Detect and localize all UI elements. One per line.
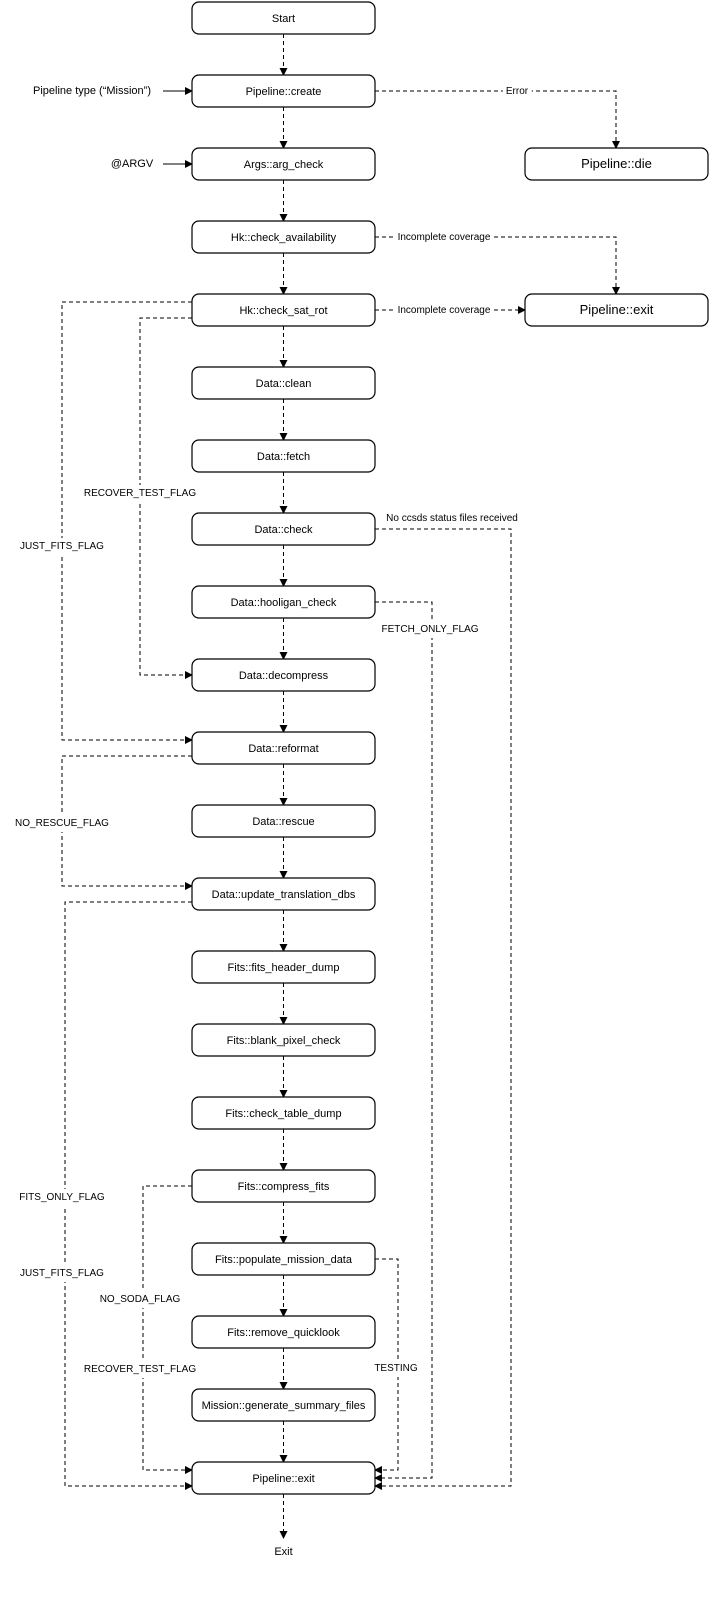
label-recover-test-flag-2: RECOVER_TEST_FLAG — [84, 1364, 196, 1375]
label-just-fits-flag-2: JUST_FITS_FLAG — [20, 1268, 104, 1279]
label-no-ccsds: No ccsds status files received — [386, 513, 518, 524]
node-label: Data::update_translation_dbs — [212, 889, 356, 901]
label-recover-test-flag-2-bg — [80, 1361, 200, 1378]
label-incomplete-coverage-1: Incomplete coverage — [398, 232, 491, 243]
node-label: Data::check — [254, 524, 313, 536]
label-testing: TESTING — [374, 1363, 418, 1374]
label-incomplete-coverage-2: Incomplete coverage — [398, 305, 491, 316]
node-exit-right: Pipeline::exit — [524, 293, 709, 327]
node-label: Hk::check_sat_rot — [239, 305, 327, 317]
node-label: Fits::compress_fits — [238, 1181, 330, 1193]
node-compress-fits: Fits::compress_fits — [191, 1169, 376, 1203]
edge-sat-rot-to-decompress — [139, 317, 193, 679]
node-label: Data::rescue — [252, 816, 314, 828]
node-label: Data::hooligan_check — [231, 597, 337, 609]
node-arg-check: Args::arg_check — [191, 147, 376, 181]
label-error: Error — [506, 86, 529, 97]
edge-sat-rot-to-reformat — [61, 301, 193, 744]
terminal-exit-label: Exit — [274, 1546, 292, 1558]
node-label: Mission::generate_summary_files — [202, 1400, 366, 1412]
label-just-fits-flag-1: JUST_FITS_FLAG — [20, 541, 104, 552]
edge-hooligan-to-exit — [374, 601, 433, 1482]
node-rescue: Data::rescue — [191, 804, 376, 838]
label-incomplete-coverage-1-bg — [394, 229, 494, 246]
node-populate-mission-data: Fits::populate_mission_data — [191, 1242, 376, 1276]
node-update-translation-dbs: Data::update_translation_dbs — [191, 877, 376, 911]
label-no-rescue-flag: NO_RESCUE_FLAG — [15, 818, 109, 829]
node-label: Data::reformat — [248, 743, 318, 755]
node-label: Data::clean — [256, 378, 312, 390]
label-just-fits-flag-2-bg — [17, 1265, 108, 1282]
node-label: Fits::check_table_dump — [225, 1108, 341, 1120]
label-error-bg — [502, 83, 532, 100]
node-create: Pipeline::create — [191, 74, 376, 108]
node-label: Fits::populate_mission_data — [215, 1254, 353, 1266]
node-label: Pipeline::create — [246, 86, 322, 98]
node-fetch: Data::fetch — [191, 439, 376, 473]
label-no-ccsds-bg — [383, 510, 521, 527]
edge-update-to-exit — [64, 901, 193, 1490]
node-hooligan-check: Data::hooligan_check — [191, 585, 376, 619]
label-recover-test-flag-1-bg — [80, 485, 200, 502]
node-check-availability: Hk::check_availability — [191, 220, 376, 254]
input-pipeline-type: Pipeline type (“Mission”) — [33, 85, 151, 97]
node-clean: Data::clean — [191, 366, 376, 400]
node-label: Fits::fits_header_dump — [228, 962, 340, 974]
edge-check-to-exit — [374, 528, 512, 1490]
label-no-soda-flag-bg — [96, 1291, 184, 1308]
node-check-sat-rot: Hk::check_sat_rot — [191, 293, 376, 327]
node-label: Data::decompress — [239, 670, 329, 682]
edge-create-to-die — [375, 90, 620, 149]
node-fits-header-dump: Fits::fits_header_dump — [191, 950, 376, 984]
node-exit: Pipeline::exit — [191, 1461, 376, 1495]
node-remove-quicklook: Fits::remove_quicklook — [191, 1315, 376, 1349]
label-testing-bg — [371, 1360, 421, 1377]
edge-compress-to-exit — [142, 1185, 193, 1474]
node-check-table-dump: Fits::check_table_dump — [191, 1096, 376, 1130]
node-start: Start — [191, 1, 376, 35]
edge-reformat-to-update — [61, 755, 193, 890]
label-fits-only-flag-bg — [16, 1189, 108, 1206]
label-just-fits-flag-1-bg — [17, 538, 108, 555]
node-label: Pipeline::exit — [580, 302, 654, 317]
node-label: Args::arg_check — [244, 159, 324, 171]
node-reformat: Data::reformat — [191, 731, 376, 765]
label-fetch-only-flag: FETCH_ONLY_FLAG — [381, 624, 478, 635]
node-label: Pipeline::die — [581, 156, 652, 171]
label-incomplete-coverage-2-bg — [394, 302, 494, 319]
label-no-rescue-flag-bg — [12, 815, 113, 832]
node-label: Data::fetch — [257, 451, 310, 463]
label-fits-only-flag: FITS_ONLY_FLAG — [19, 1192, 105, 1203]
node-label: Start — [272, 13, 295, 25]
node-label: Fits::blank_pixel_check — [227, 1035, 341, 1047]
label-no-soda-flag: NO_SODA_FLAG — [100, 1294, 181, 1305]
node-decompress: Data::decompress — [191, 658, 376, 692]
node-label: Fits::remove_quicklook — [227, 1327, 340, 1339]
label-recover-test-flag-1: RECOVER_TEST_FLAG — [84, 488, 196, 499]
node-label: Pipeline::exit — [252, 1473, 314, 1485]
input-argv: @ARGV — [111, 158, 154, 170]
label-fetch-only-flag-bg — [378, 621, 482, 638]
node-label: Hk::check_availability — [231, 232, 337, 244]
node-generate-summary-files: Mission::generate_summary_files — [191, 1388, 376, 1422]
node-blank-pixel-check: Fits::blank_pixel_check — [191, 1023, 376, 1057]
node-die: Pipeline::die — [524, 147, 709, 181]
node-check: Data::check — [191, 512, 376, 546]
